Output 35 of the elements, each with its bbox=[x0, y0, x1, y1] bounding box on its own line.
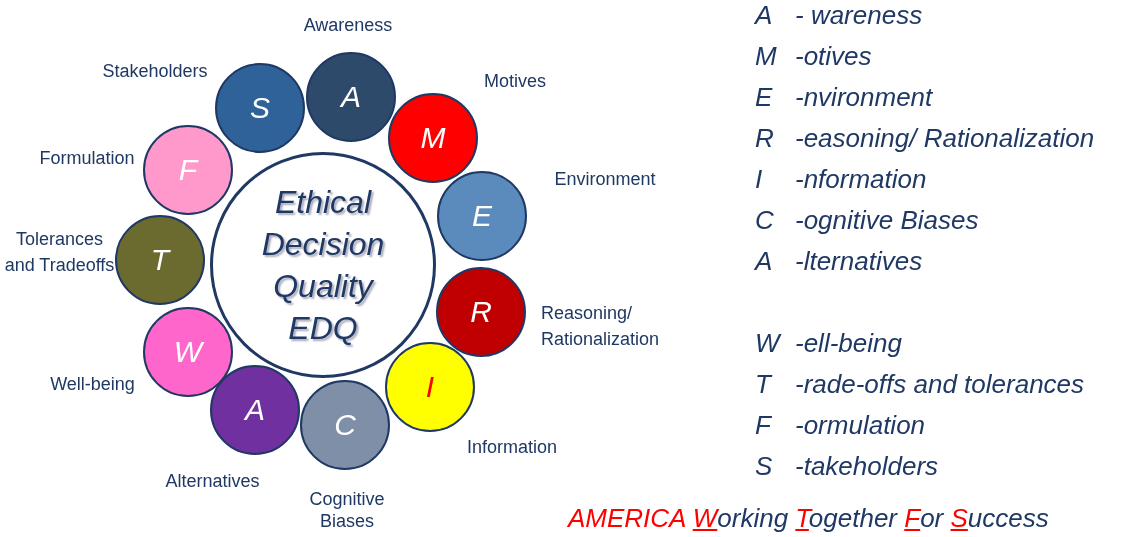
letter-circle: A bbox=[306, 52, 396, 142]
letter-circle: C bbox=[300, 380, 390, 470]
acronym-line: A -lternatives bbox=[755, 246, 923, 277]
acronym-line: F -ormulation bbox=[755, 410, 926, 441]
circle-label: Stakeholders bbox=[101, 60, 209, 83]
acronym-line: C -ognitive Biases bbox=[755, 205, 979, 236]
circle-label: Alternatives bbox=[164, 470, 261, 493]
acronym-line: I -nformation bbox=[755, 164, 927, 195]
acronym-line: W -ell-being bbox=[755, 328, 902, 359]
acronym-line: T -rade-offs and tolerances bbox=[755, 369, 1085, 400]
circle-label: Tolerances and Tradeoffs bbox=[3, 228, 116, 277]
circle-label: Environment bbox=[553, 168, 657, 191]
slogan-text: AMERICA Working Together For Success bbox=[568, 503, 1049, 534]
acronym-line: M -otives bbox=[755, 41, 872, 72]
circle-label: Well-being bbox=[49, 373, 136, 396]
letter-circle: T bbox=[115, 215, 205, 305]
letter-circle: S bbox=[215, 63, 305, 153]
letter-circle: R bbox=[436, 267, 526, 357]
acronym-line: A - wareness bbox=[755, 0, 923, 31]
center-circle: Ethical Decision Quality EDQ bbox=[210, 152, 436, 378]
letter-circle: F bbox=[143, 125, 233, 215]
circle-label: Formulation bbox=[38, 147, 136, 170]
letter-circle: M bbox=[388, 93, 478, 183]
circle-label: Cognitive Biases bbox=[308, 488, 386, 532]
circle-label: Reasoning/ Rationalization bbox=[541, 302, 661, 351]
letter-circle: E bbox=[437, 171, 527, 261]
circle-label: Motives bbox=[483, 70, 547, 93]
acronym-line: E -nvironment bbox=[755, 82, 933, 113]
circle-label: Awareness bbox=[302, 14, 394, 37]
letter-circle: W bbox=[143, 307, 233, 397]
acronym-line: S -takeholders bbox=[755, 451, 939, 482]
letter-circle: I bbox=[385, 342, 475, 432]
acronym-line: R -easoning/ Rationalization bbox=[755, 123, 1095, 154]
letter-circle: A bbox=[210, 365, 300, 455]
circle-label: Information bbox=[465, 436, 558, 459]
